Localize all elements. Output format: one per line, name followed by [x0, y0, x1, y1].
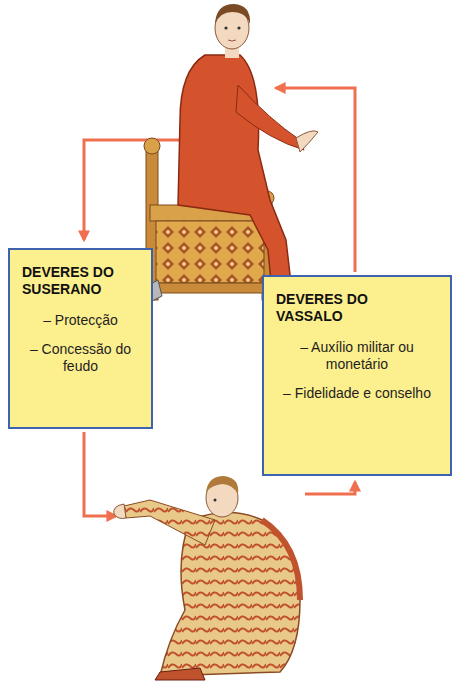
- arrow: [305, 482, 355, 494]
- suzerain-figure: [140, 4, 318, 304]
- vassal-figure: [114, 476, 300, 680]
- arrow: [276, 88, 355, 272]
- duty-box: DEVERES DO SUSERANO – Protecção – Concessã…: [8, 248, 153, 429]
- box-heading: DEVERES DO VASSALO: [276, 291, 438, 325]
- duty-item: – Fidelidade e conselho: [276, 385, 438, 402]
- duty-item: – Auxílio militar ou monetário: [276, 339, 438, 373]
- duty-box: DEVERES DO VASSALO – Auxílio militar ou m…: [262, 275, 452, 476]
- duty-item: – Concessão do feudo: [22, 341, 139, 375]
- duty-item: – Protecção: [22, 312, 139, 329]
- box-heading: DEVERES DO SUSERANO: [22, 264, 139, 298]
- arrow: [84, 432, 116, 516]
